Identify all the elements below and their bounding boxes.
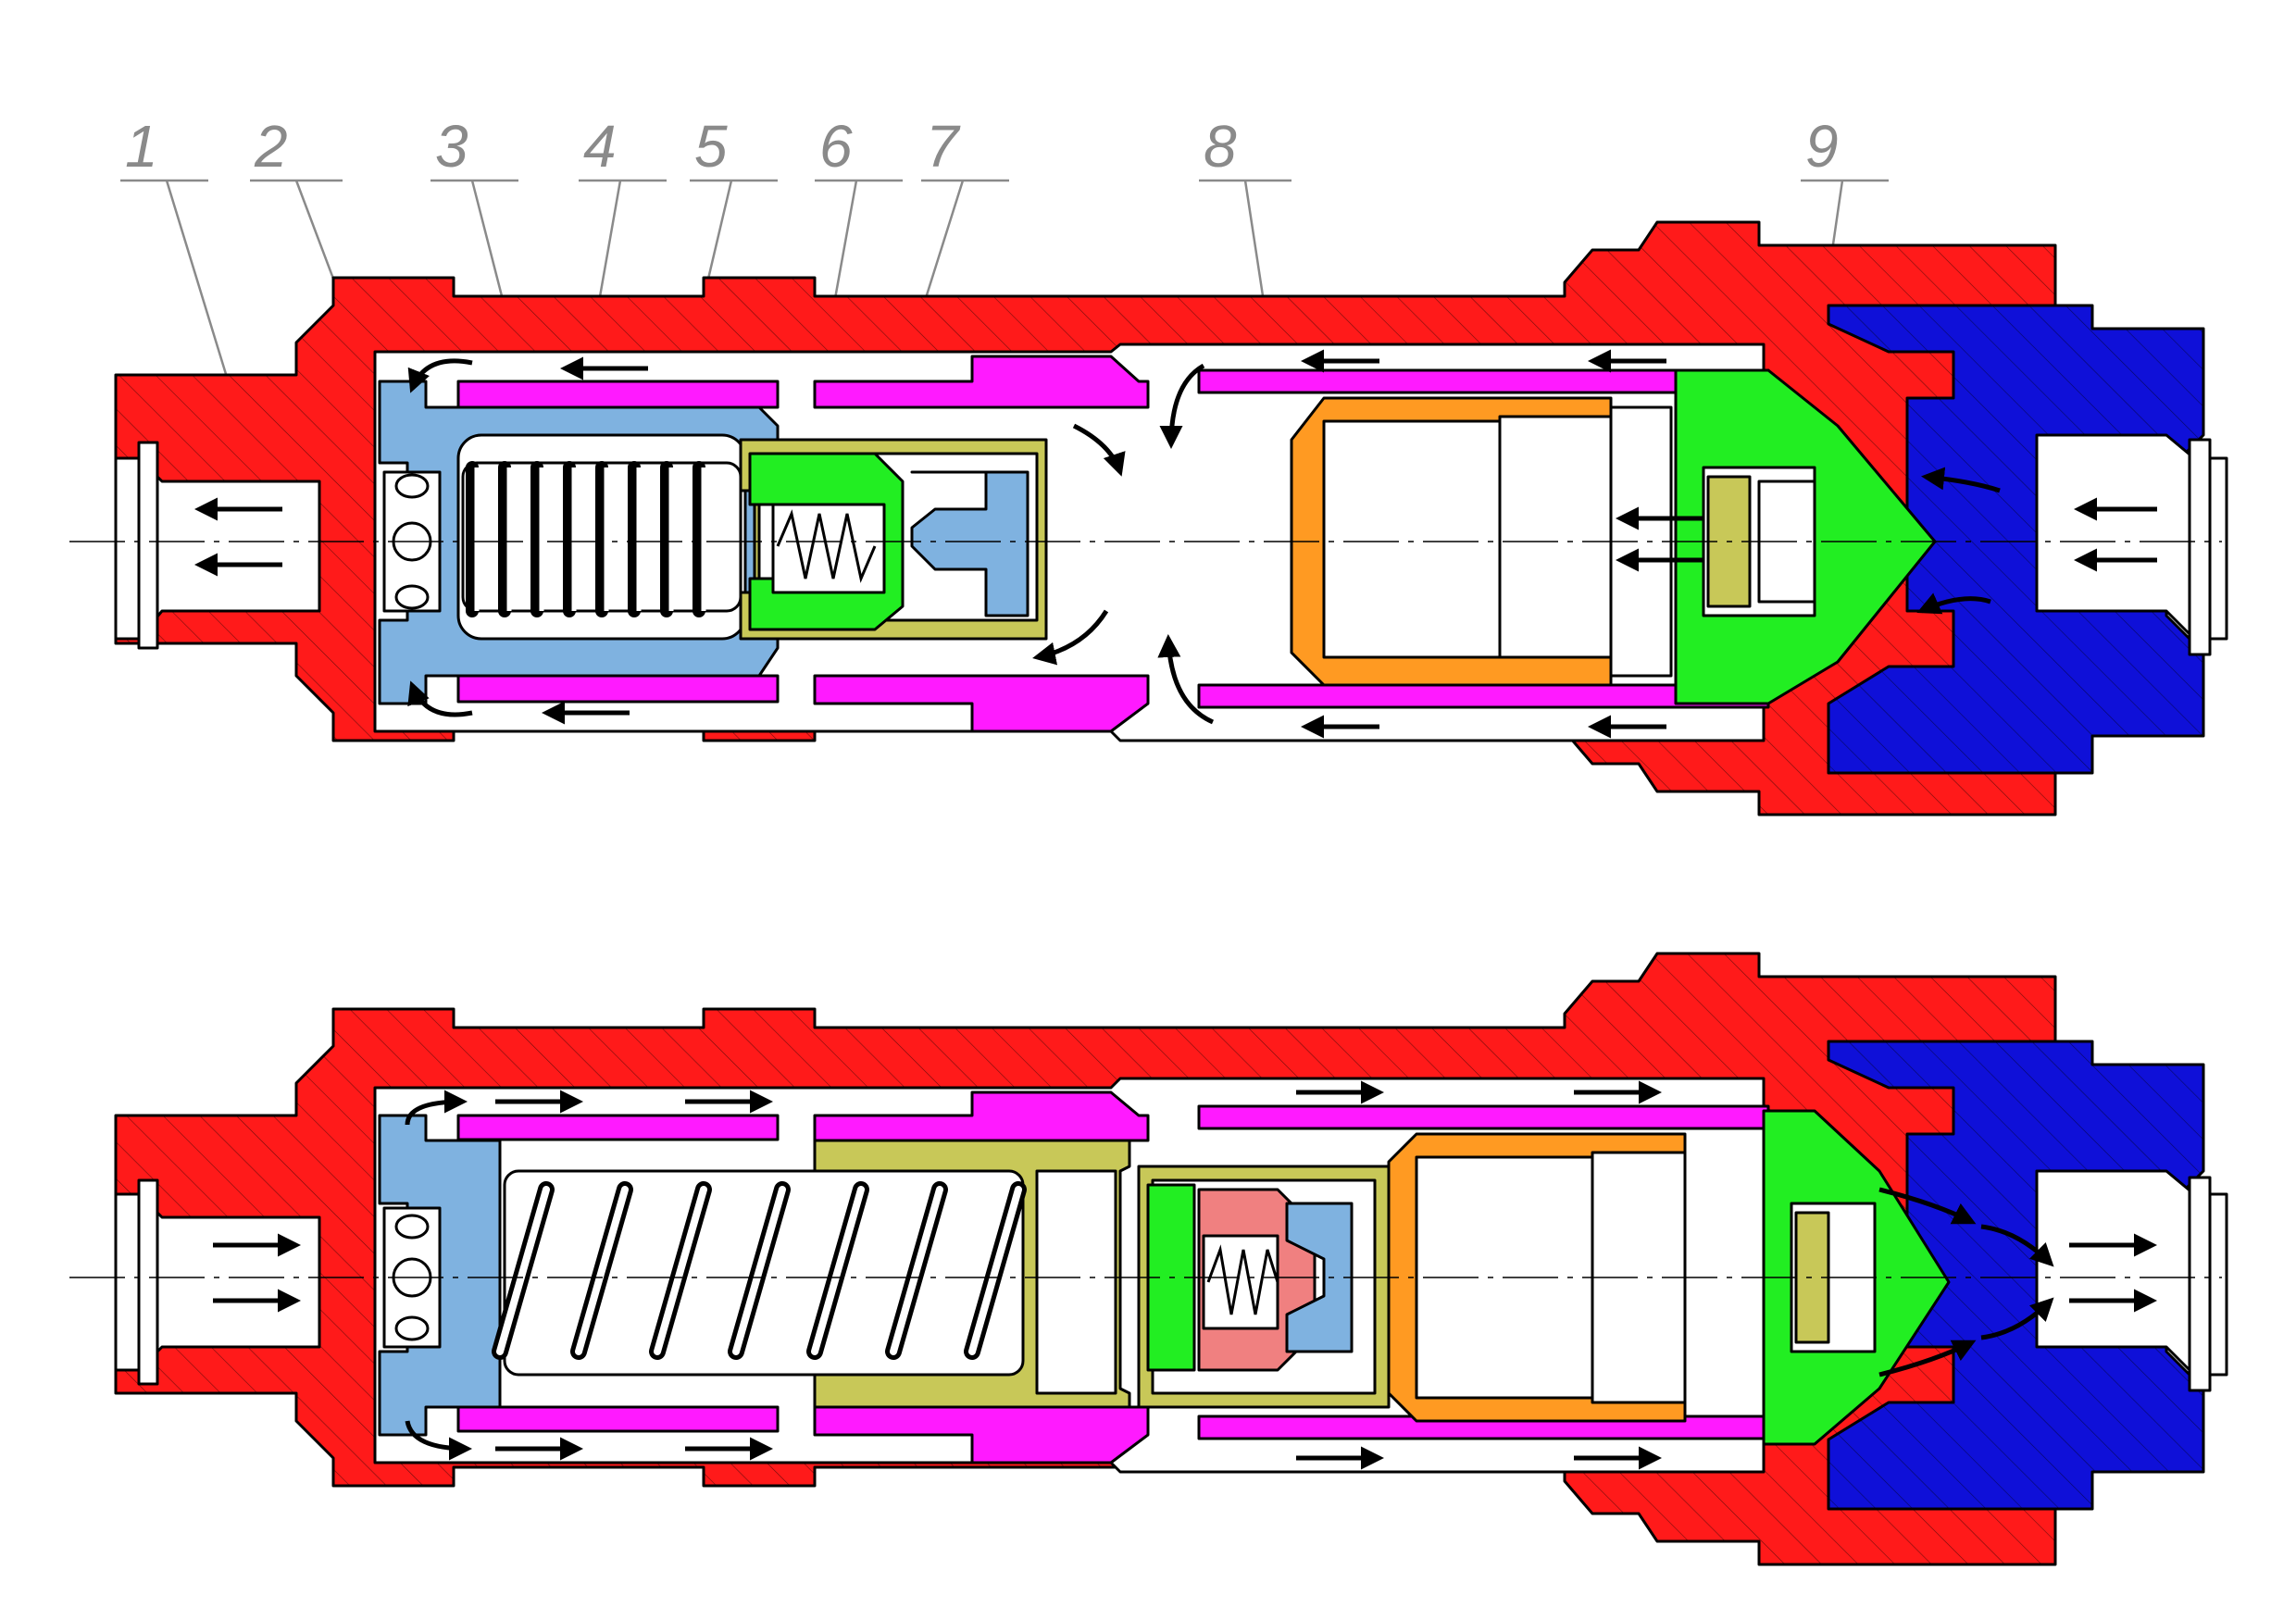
hole-lower <box>394 584 430 610</box>
sleeve-bottom-right <box>1197 683 1770 709</box>
coupling-hatch-bottom <box>1828 1041 2203 1509</box>
insert-bore-bottom <box>1202 1234 1279 1330</box>
hole-upper-bottom <box>394 1214 430 1240</box>
callout-4: 4 <box>583 113 617 180</box>
sleeve-top-left <box>456 380 780 409</box>
flow-arrows-bottom <box>213 1080 2157 1470</box>
view-closed <box>69 220 2228 816</box>
port-groove-right <box>2188 438 2212 656</box>
plug-bottom <box>1285 1202 1354 1353</box>
sleeve-bottom-left <box>456 674 780 704</box>
float-core <box>1498 415 1613 659</box>
hole-upper <box>394 473 430 499</box>
sleeve-top-left-bottom <box>456 1114 780 1141</box>
poppet-spring <box>776 509 877 583</box>
port-groove-left-bottom <box>137 1178 159 1386</box>
callout-1: 1 <box>125 113 158 180</box>
callout-7: 7 <box>926 113 961 180</box>
sleeve-bottom-left-bottom <box>456 1405 780 1433</box>
outlet-port-right <box>2035 433 2228 641</box>
main-spring-bottom <box>492 1169 1027 1377</box>
main-spring <box>461 461 742 617</box>
plug <box>910 470 1029 617</box>
sleeve-bottom-mid <box>813 674 1150 733</box>
sleeve-top-right-bottom <box>1197 1104 1770 1130</box>
callout-9: 9 <box>1805 113 1839 180</box>
callout-5: 5 <box>694 113 728 180</box>
sleeve-top-mid <box>813 355 1150 409</box>
callout-2: 2 <box>254 113 288 180</box>
callout-6: 6 <box>819 113 853 180</box>
coupling-hatch <box>1828 305 2203 773</box>
spring-seat-bottom <box>1035 1169 1117 1395</box>
port-groove-right-bottom <box>2188 1176 2212 1392</box>
port-groove-left <box>137 441 159 650</box>
outlet-port-right-bottom <box>2035 1169 2228 1377</box>
leader-1 <box>120 179 238 408</box>
flow-arrows-top <box>194 349 2157 739</box>
sleeve-bottom-mid-bottom <box>813 1405 1150 1464</box>
hole-lower-bottom <box>394 1315 430 1341</box>
poppet-spring-bottom <box>1206 1244 1279 1315</box>
view-open <box>69 952 2228 1566</box>
callout-8: 8 <box>1204 113 1237 180</box>
callout-3: 3 <box>435 113 468 180</box>
